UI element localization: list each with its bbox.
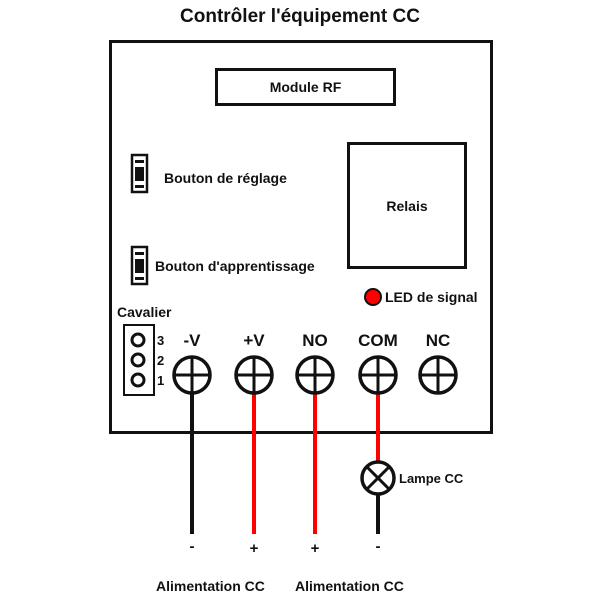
jumper-pin-2: 2 [157, 353, 165, 368]
terminal-neg-v-icon [172, 355, 212, 395]
lamp-label: Lampe CC [399, 471, 464, 486]
lamp-icon [360, 460, 396, 496]
jumper-pin-1: 1 [157, 373, 165, 388]
module-rf-box: Module RF [215, 68, 396, 106]
terminal-com-icon [358, 355, 398, 395]
wire-end-sign-4: - [375, 538, 381, 555]
terminal-label-no: NO [302, 331, 328, 350]
jumper-pin-3: 3 [157, 333, 165, 348]
led-icon [364, 288, 382, 306]
setting-button-label: Bouton de réglage [164, 170, 287, 186]
jumper-icon[interactable] [122, 323, 158, 398]
relay-box: Relais [347, 142, 467, 269]
controller-board [109, 40, 493, 434]
wire-end-sign-3: + [310, 540, 320, 557]
terminal-label-neg-v: -V [183, 331, 201, 350]
terminal-pos-v-icon [234, 355, 274, 395]
led-label: LED de signal [385, 289, 478, 305]
relay-label: Relais [386, 197, 428, 214]
module-rf-label: Module RF [269, 79, 342, 95]
terminal-label-com: COM [358, 331, 398, 350]
wire-end-sign-2: + [249, 540, 259, 557]
power-label-1: Alimentation CC [156, 578, 265, 594]
diagram-title: Contrôler l'équipement CC [180, 6, 420, 27]
wire-end-sign-1: - [189, 538, 195, 555]
terminal-nc-icon [418, 355, 458, 395]
power-label-2: Alimentation CC [295, 578, 404, 594]
terminal-label-nc: NC [425, 331, 451, 350]
jumper-label: Cavalier [117, 304, 172, 320]
terminal-no-icon [295, 355, 335, 395]
learning-button-label: Bouton d'apprentissage [155, 258, 315, 274]
setting-button-icon[interactable] [130, 153, 150, 195]
learning-button-icon[interactable] [130, 245, 150, 287]
terminal-label-pos-v: +V [243, 331, 265, 350]
